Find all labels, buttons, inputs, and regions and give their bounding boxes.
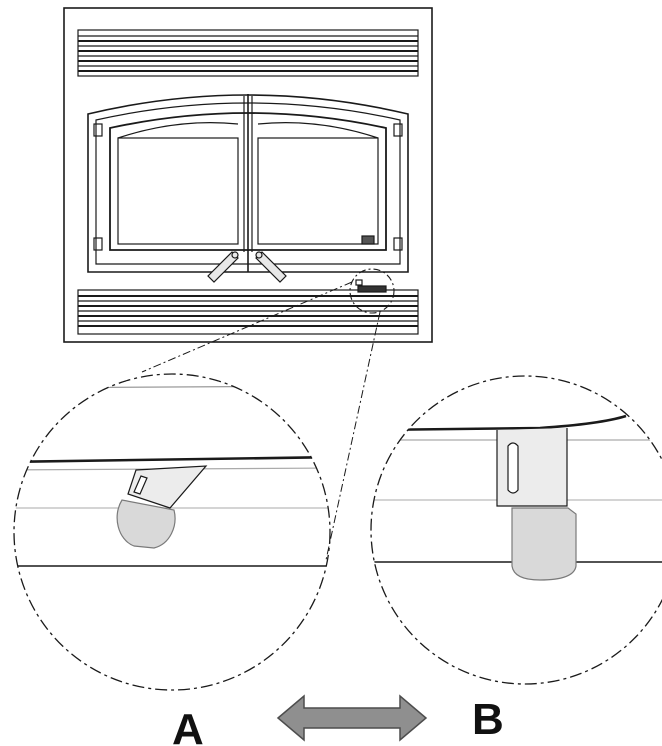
latch-a xyxy=(116,465,208,549)
fireplace-outer-frame xyxy=(63,7,433,343)
rating-plate xyxy=(361,235,375,245)
double-headed-arrow-icon xyxy=(276,694,428,742)
hinge-bottom-left xyxy=(93,237,103,251)
magnified-circle-a xyxy=(13,373,331,691)
latch-b xyxy=(496,428,577,581)
hinge-top-right xyxy=(393,123,403,137)
magnified-view-a xyxy=(13,373,331,691)
detail-callout-circle xyxy=(349,268,395,314)
leader-lines xyxy=(141,281,381,561)
label-a: A xyxy=(172,705,204,746)
door-assembly xyxy=(87,94,409,273)
label-b: B xyxy=(472,695,504,744)
top-louver-grille xyxy=(77,29,419,77)
fireplace-front-view xyxy=(63,7,433,343)
bottom-louver-grille xyxy=(77,289,419,335)
left-glass-pane xyxy=(117,137,239,245)
magnified-circle-b xyxy=(370,375,662,685)
latch-detail-small xyxy=(355,279,387,293)
hinge-top-left xyxy=(93,123,103,137)
hinge-bottom-right xyxy=(393,237,403,251)
right-glass-pane xyxy=(257,137,379,245)
door-handles xyxy=(207,251,287,283)
magnified-view-b xyxy=(370,375,662,685)
